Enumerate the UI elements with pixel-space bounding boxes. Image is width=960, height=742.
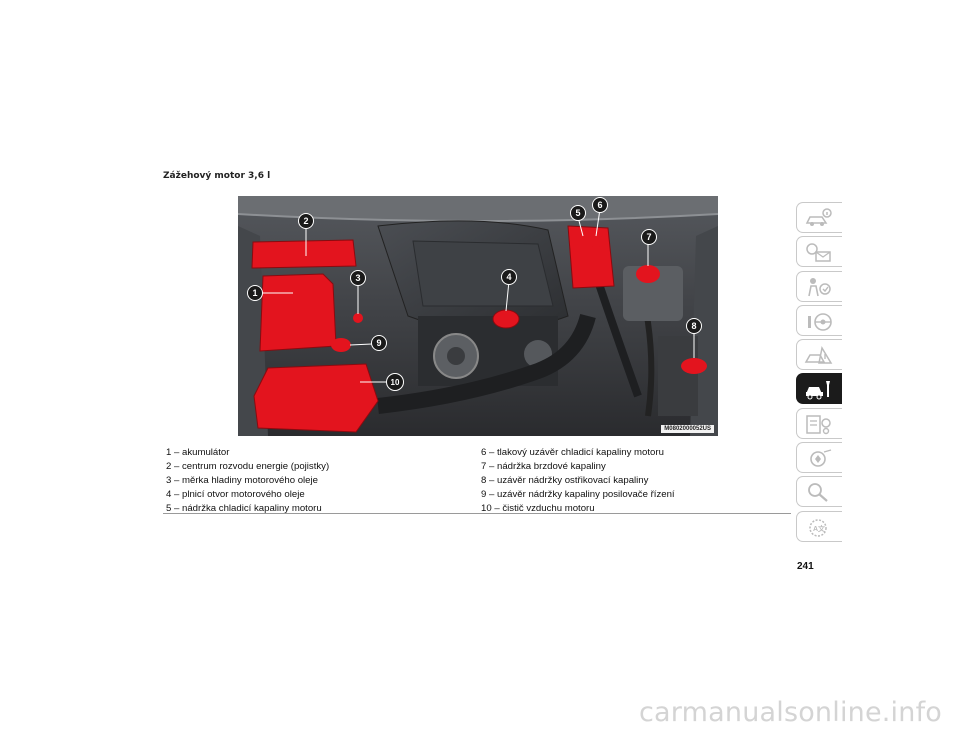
engine-bay-illustration: 1 2 3 4 5 6 7 8 9 10 M0802000052US <box>238 196 718 436</box>
safety-icon <box>808 277 831 296</box>
callout-10: 10 <box>386 373 404 391</box>
figure-reference-code: M0802000052US <box>661 425 714 433</box>
steering-wheel-icon <box>808 313 832 331</box>
tab-maintenance[interactable] <box>796 407 842 439</box>
legend-item: 1 – akumulátor <box>166 447 230 458</box>
svg-text:A文: A文 <box>813 524 826 533</box>
legend-item: 8 – uzávěr nádržky ostřikovací kapaliny <box>481 475 649 486</box>
svg-text:10: 10 <box>391 378 400 387</box>
maintenance-icon <box>806 415 831 434</box>
callout-9: 9 <box>371 335 387 351</box>
driving-icon <box>804 346 833 364</box>
tab-steering-wheel[interactable] <box>796 304 842 336</box>
svg-text:1: 1 <box>252 288 257 298</box>
tab-car-service[interactable] <box>796 373 842 405</box>
callout-8: 8 <box>686 318 702 334</box>
search-icon <box>808 483 828 503</box>
svg-text:6: 6 <box>597 200 602 210</box>
tab-multimedia[interactable] <box>796 442 842 474</box>
tab-driving[interactable] <box>796 339 842 371</box>
svg-text:8: 8 <box>691 321 696 331</box>
warning-lights-icon <box>806 243 831 263</box>
callout-7: 7 <box>641 229 657 245</box>
car-info-icon <box>805 208 832 226</box>
tab-warning-lights[interactable] <box>796 236 842 268</box>
multimedia-icon <box>810 449 832 467</box>
tab-search[interactable] <box>796 476 842 508</box>
car-service-icon <box>806 381 830 400</box>
legend-item: 7 – nádržka brzdové kapaliny <box>481 461 606 472</box>
tab-safety[interactable] <box>796 270 842 302</box>
tab-language[interactable]: A文 <box>796 510 842 542</box>
svg-text:9: 9 <box>376 338 381 348</box>
chapter-tabs: A文 <box>796 202 842 545</box>
legend-item: 10 – čistič vzduchu motoru <box>481 503 595 514</box>
callout-4: 4 <box>501 269 517 285</box>
callout-1: 1 <box>247 285 263 301</box>
svg-text:2: 2 <box>303 216 308 226</box>
svg-text:5: 5 <box>575 208 580 218</box>
svg-text:4: 4 <box>506 272 511 282</box>
legend-column-left: 1 – akumulátor 2 – centrum rozvodu energ… <box>166 446 329 516</box>
page-number: 241 <box>797 561 814 572</box>
language-icon: A文 <box>809 518 827 537</box>
callout-5: 5 <box>570 205 586 221</box>
legend-item: 6 – tlakový uzávěr chladicí kapaliny mot… <box>481 447 664 458</box>
tab-car-info[interactable] <box>796 202 842 233</box>
legend-item: 2 – centrum rozvodu energie (pojistky) <box>166 461 330 472</box>
svg-text:7: 7 <box>646 232 651 242</box>
callout-3: 3 <box>350 270 366 286</box>
callout-6: 6 <box>592 197 608 213</box>
callout-2: 2 <box>298 213 314 229</box>
legend-item: 4 – plnicí otvor motorového oleje <box>166 489 305 500</box>
svg-text:3: 3 <box>355 273 360 283</box>
legend-item: 3 – měrka hladiny motorového oleje <box>166 475 318 486</box>
legend-item: 5 – nádržka chladicí kapaliny motoru <box>166 503 322 514</box>
legend-divider <box>163 513 791 514</box>
watermark: carmanualsonline.info <box>639 697 942 728</box>
legend-item: 9 – uzávěr nádržky kapaliny posilovače ř… <box>481 489 675 500</box>
section-title: Zážehový motor 3,6 l <box>163 171 271 181</box>
legend-column-right: 6 – tlakový uzávěr chladicí kapaliny mot… <box>481 446 675 516</box>
